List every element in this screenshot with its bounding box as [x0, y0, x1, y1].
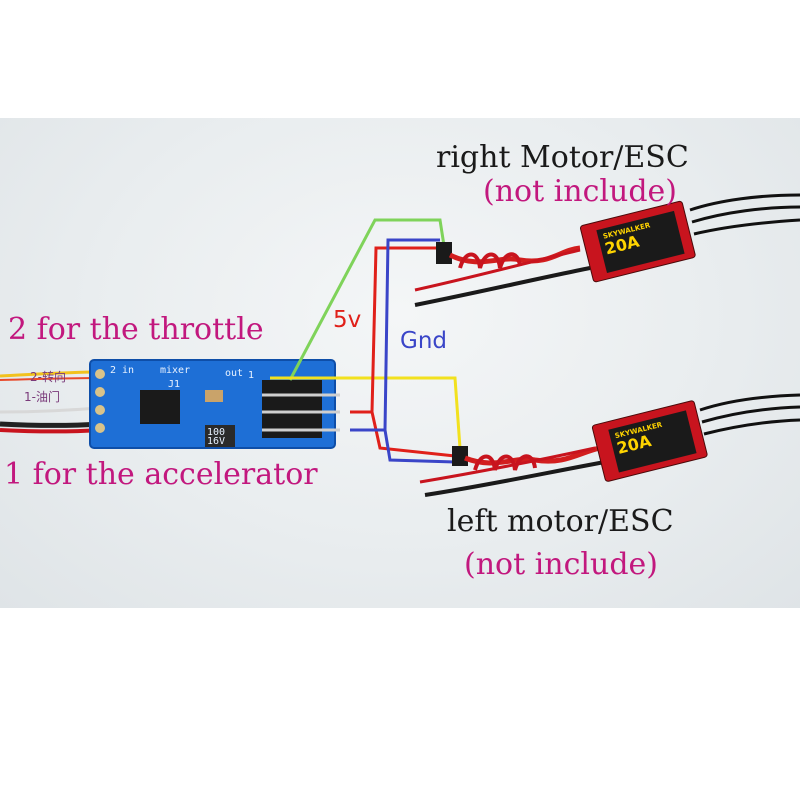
- left-not-include-label: (not include): [464, 547, 658, 582]
- right-motor-label: right Motor/ESC: [436, 140, 689, 175]
- left-esc: 20A SKYWALKER: [419, 393, 800, 497]
- input-1-label: 1-油门: [24, 390, 60, 404]
- board-j1-label: J1: [168, 379, 180, 390]
- pin-1-label: 1: [248, 370, 254, 381]
- output-wires: [270, 218, 462, 464]
- 5v-wire-label: 5v: [333, 307, 362, 333]
- cap-label-top: 100: [207, 427, 225, 438]
- left-motor-label: left motor/ESC: [447, 504, 674, 539]
- right-not-include-label: (not include): [483, 174, 677, 209]
- right-esc: 20A SKYWALKER: [414, 193, 800, 307]
- mixer-board: 2 in mixer out J1 100 16V 1: [89, 359, 340, 449]
- input-2-label: 2-转向: [30, 370, 66, 384]
- gnd-wire-label: Gnd: [400, 328, 447, 354]
- throttle-label: 2 for the throttle: [8, 312, 264, 347]
- accelerator-label: 1 for the accelerator: [4, 457, 318, 492]
- cap-label-bottom: 16V: [207, 436, 225, 447]
- board-in-label: 2 in: [110, 365, 134, 376]
- board-out-label: out: [225, 368, 243, 379]
- board-mixer-label: mixer: [160, 365, 190, 376]
